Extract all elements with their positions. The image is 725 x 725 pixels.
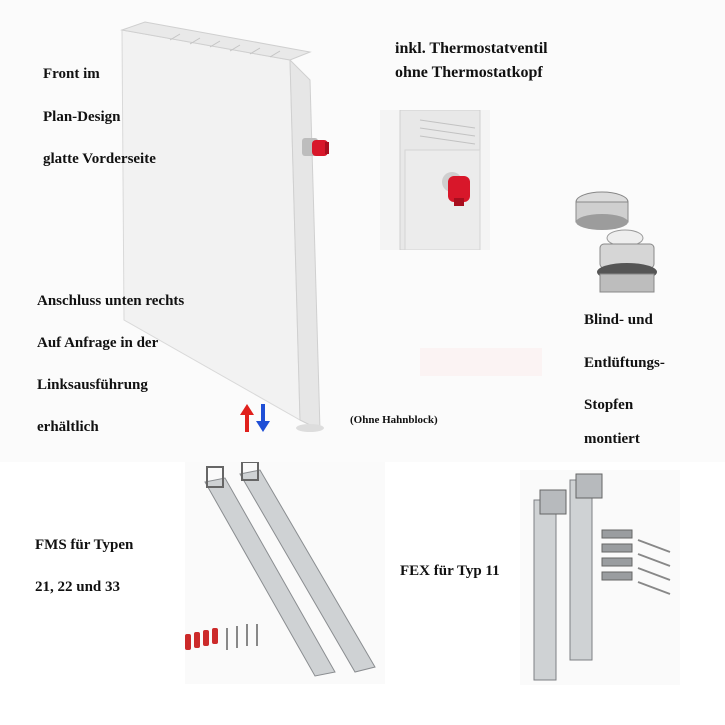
fms-brackets-image [185, 462, 385, 684]
label-fex: FEX für Typ 11 [400, 563, 500, 579]
blind-plugs-image [575, 191, 657, 293]
label-front-2: Plan-Design [43, 109, 121, 125]
label-anschluss-4: erhältlich [37, 419, 99, 435]
label-thermostat-1: inkl. Thermostatventil [395, 40, 548, 57]
label-blind-2: Entlüftungs- [584, 355, 665, 371]
label-blind-3: Stopfen [584, 397, 634, 413]
label-front-3: glatte Vorderseite [43, 151, 156, 167]
label-anschluss-1: Anschluss unten rechts [37, 293, 185, 309]
up-down-arrows-icon [240, 404, 270, 432]
label-fms-2: 21, 22 und 33 [35, 579, 121, 595]
product-background [0, 0, 725, 462]
label-fms-1: FMS für Typen [35, 537, 134, 553]
thermostat-valve-red-icon [448, 176, 470, 202]
fex-brackets-image [520, 470, 680, 685]
label-anschluss-2: Auf Anfrage in der [37, 335, 159, 351]
label-front-1: Front im [43, 66, 100, 82]
label-blind-1: Blind- und [584, 312, 653, 328]
valve-cap [312, 140, 328, 156]
highlight-bar [420, 348, 542, 376]
thermostat-valve-detail-image [380, 110, 490, 250]
radiator-image [120, 21, 329, 432]
label-anschluss-3: Linksausführung [37, 377, 148, 393]
label-blind-4: montiert [584, 431, 640, 447]
label-thermostat-2: ohne Thermostatkopf [395, 64, 543, 81]
label-ohne-hahnblock: (Ohne Hahnblock) [350, 414, 438, 426]
